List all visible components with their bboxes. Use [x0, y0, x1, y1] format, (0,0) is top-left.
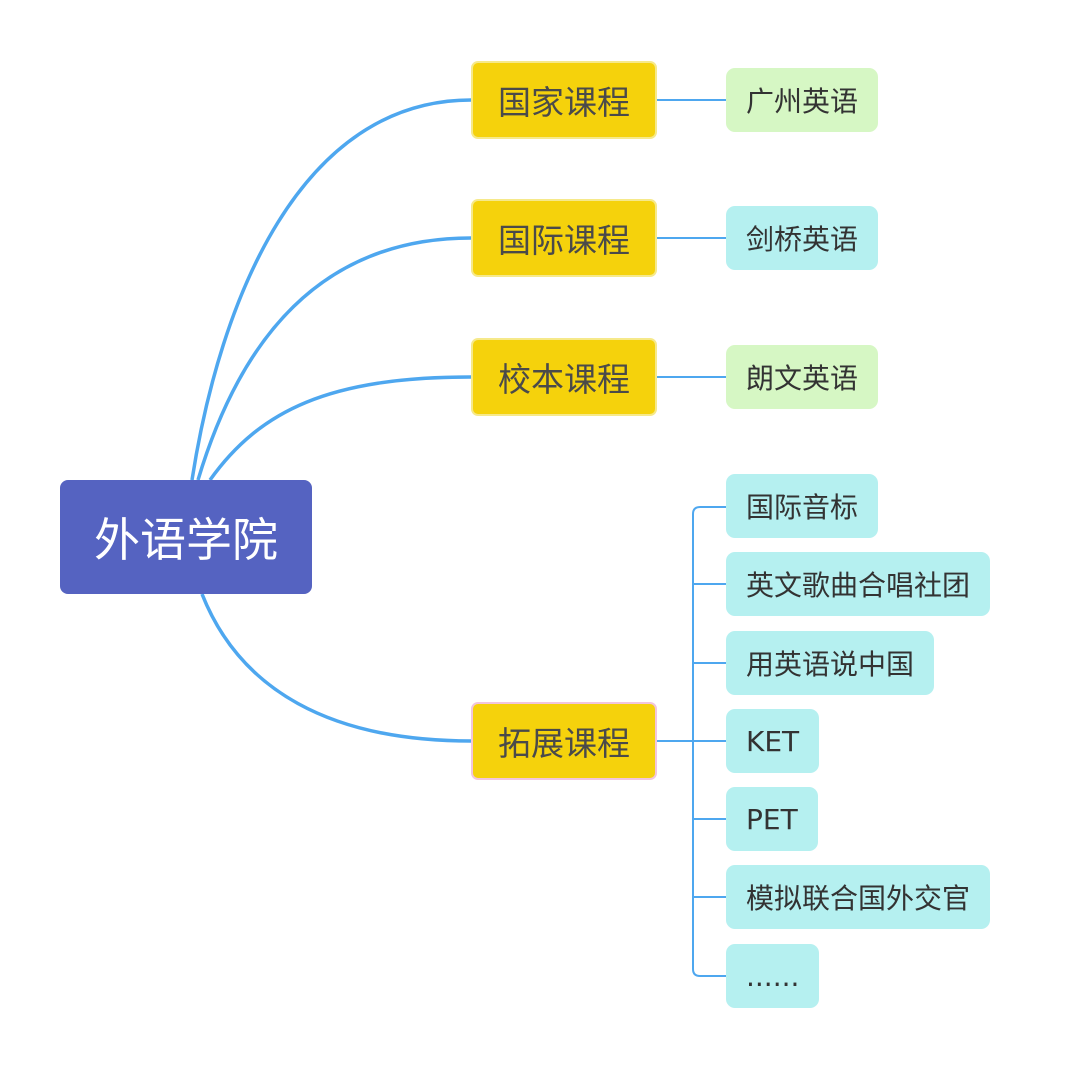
leaf-label: 模拟联合国外交官	[746, 882, 971, 915]
branch-node-school[interactable]: 校本课程	[471, 338, 657, 416]
link-branch4-bracket	[692, 506, 726, 977]
link-root-branch-4	[200, 593, 472, 743]
link-root-branch-1	[190, 98, 472, 481]
leaf-node[interactable]: ......	[726, 944, 820, 1008]
leaf-node[interactable]: 剑桥英语	[726, 206, 879, 270]
leaf-node[interactable]: PET	[726, 787, 818, 851]
branch-label: 国家课程	[498, 83, 630, 122]
link-root-branch-3	[208, 375, 472, 482]
link-root-branch-2	[196, 236, 472, 481]
leaf-label: 广州英语	[746, 85, 859, 118]
leaf-label: ......	[746, 959, 800, 993]
branch-label: 校本课程	[498, 360, 630, 399]
leaf-node[interactable]: 模拟联合国外交官	[726, 865, 991, 929]
branch-node-international[interactable]: 国际课程	[471, 199, 657, 277]
branch-node-national[interactable]: 国家课程	[471, 61, 657, 139]
leaf-label: 用英语说中国	[746, 648, 915, 681]
leaf-label: 英文歌曲合唱社团	[746, 569, 971, 602]
leaf-label: 朗文英语	[746, 362, 859, 395]
branch-label: 国际课程	[498, 221, 630, 260]
leaf-node[interactable]: 朗文英语	[726, 345, 879, 409]
leaf-node[interactable]: 国际音标	[726, 474, 879, 538]
branch-label: 拓展课程	[498, 724, 630, 763]
leaf-node[interactable]: 广州英语	[726, 68, 879, 132]
leaf-node[interactable]: 用英语说中国	[726, 631, 935, 695]
leaf-label: PET	[746, 802, 798, 836]
leaf-node[interactable]: KET	[726, 709, 820, 773]
leaf-label: 国际音标	[746, 491, 859, 524]
leaf-label: 剑桥英语	[746, 223, 859, 256]
leaf-node[interactable]: 英文歌曲合唱社团	[726, 552, 991, 616]
root-node[interactable]: 外语学院	[60, 480, 312, 594]
branch-node-extension[interactable]: 拓展课程	[471, 702, 657, 780]
leaf-label: KET	[746, 724, 800, 758]
root-label: 外语学院	[94, 513, 278, 567]
